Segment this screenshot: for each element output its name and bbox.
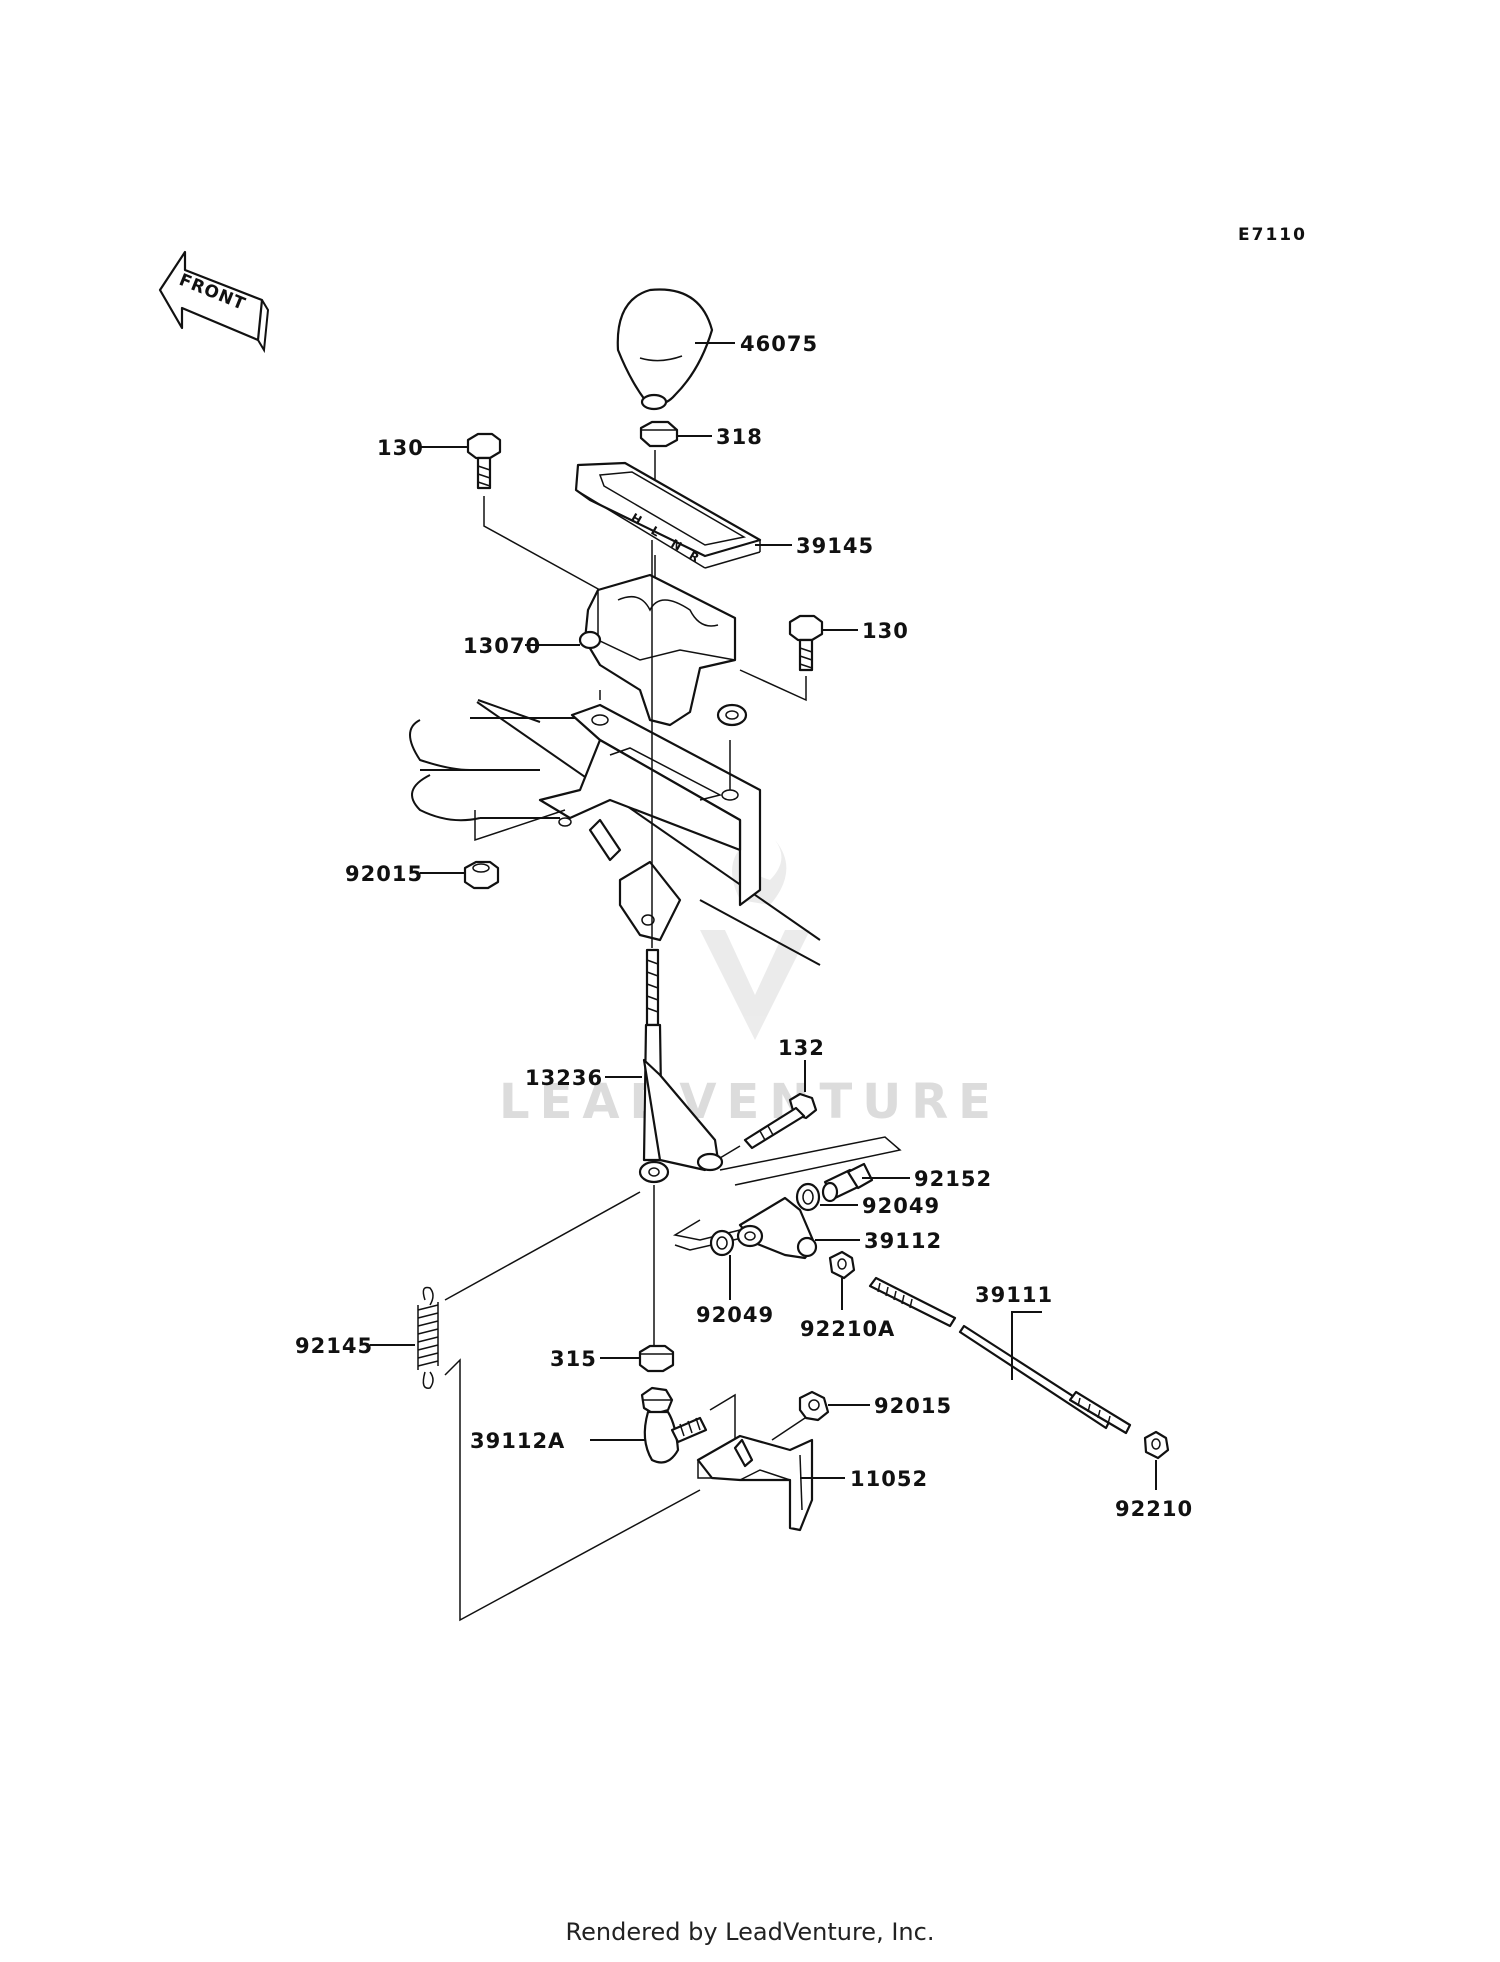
joint (736, 1196, 818, 1260)
label-13070: 13070 (463, 634, 541, 658)
shift-knob (616, 288, 714, 411)
label-39145: 39145 (796, 534, 874, 558)
label-46075: 46075 (740, 332, 818, 356)
label-315: 315 (550, 1347, 597, 1371)
washer-92049-right (795, 1182, 821, 1212)
label-39112A: 39112A (470, 1429, 565, 1453)
footer-credit: Rendered by LeadVenture, Inc. (565, 1918, 935, 1946)
nut-92210A (828, 1250, 856, 1280)
label-318: 318 (716, 425, 763, 449)
label-92049-right: 92049 (862, 1194, 940, 1218)
label-92049-left: 92049 (696, 1303, 774, 1327)
indicator-plate: H L N R (574, 461, 762, 569)
frame (409, 699, 821, 966)
front-arrow-icon: FRONT (158, 250, 270, 354)
label-13236: 13236 (525, 1066, 603, 1090)
bracket-mount (538, 703, 762, 942)
label-92152: 92152 (914, 1167, 992, 1191)
watermark: LEADVENTURE (499, 1074, 1001, 1130)
label-92015-left: 92015 (345, 862, 423, 886)
lower-bracket (696, 1434, 814, 1532)
label-92210: 92210 (1115, 1497, 1193, 1521)
bolt-130-right (788, 614, 824, 672)
label-39112: 39112 (864, 1229, 942, 1253)
lever-rod (638, 948, 724, 1184)
bolt-132 (743, 1092, 818, 1150)
label-92145: 92145 (295, 1334, 373, 1358)
spring (417, 1286, 439, 1389)
nut-92210 (1143, 1430, 1170, 1460)
label-132: 132 (778, 1036, 825, 1060)
tie-rod (868, 1276, 1132, 1435)
label-92015-lower: 92015 (874, 1394, 952, 1418)
shift-guide (578, 573, 748, 727)
ball-joint (640, 1386, 708, 1464)
nut-318 (639, 420, 679, 448)
nut-92015-left (463, 860, 500, 890)
label-130-right: 130 (862, 619, 909, 643)
collar (821, 1162, 874, 1203)
nut-315 (638, 1344, 675, 1373)
label-39111: 39111 (975, 1283, 1053, 1307)
label-92210A: 92210A (800, 1317, 895, 1341)
diagram-code: E7110 (1238, 225, 1307, 245)
washer-92049-left (709, 1229, 735, 1257)
bolt-130-left (466, 432, 502, 490)
nut-92015-lower (798, 1390, 830, 1422)
label-11052: 11052 (850, 1467, 928, 1491)
label-130-left: 130 (377, 436, 424, 460)
